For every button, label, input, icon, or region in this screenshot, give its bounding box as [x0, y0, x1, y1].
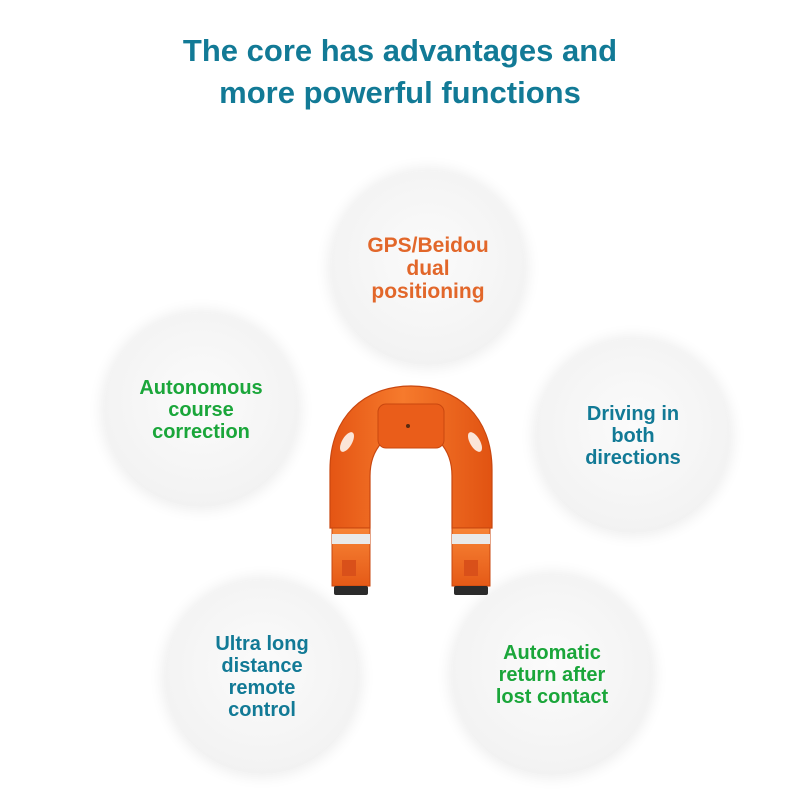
page-title: The core has advantages and more powerfu… [0, 30, 800, 114]
rescue-buoy-image [329, 385, 493, 595]
feature-long-distance-control: Ultra long distance remote control [165, 580, 359, 774]
feature-autonomous-correction: Autonomous course correction [104, 313, 298, 507]
feature-bidirectional-driving: Driving in both directions [536, 339, 730, 533]
feature-auto-return: Automatic return after lost contact [452, 575, 652, 775]
feature-return-label: Automatic return after lost contact [495, 642, 609, 708]
feature-gps-positioning: GPS/Beidou dual positioning [331, 171, 525, 365]
feature-autonomous-label: Autonomous course correction [139, 377, 263, 443]
feature-ultra-label: Ultra long distance remote control [215, 633, 309, 721]
feature-driving-label: Driving in both directions [585, 403, 681, 469]
feature-gps-label: GPS/Beidou dual positioning [367, 233, 489, 303]
title-line-2: more powerful functions [219, 75, 581, 110]
title-line-1: The core has advantages and [182, 33, 618, 68]
